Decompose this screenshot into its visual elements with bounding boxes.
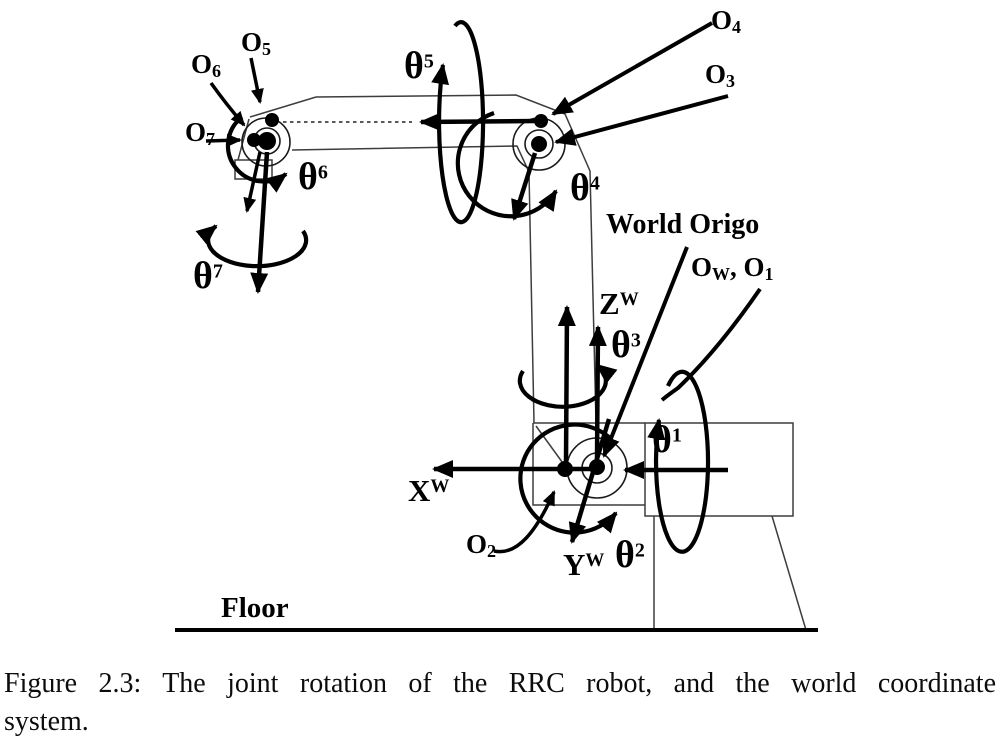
label-y-base: Y	[563, 547, 586, 582]
label-o4-base: O	[711, 5, 733, 35]
label-y-sup: W	[585, 549, 605, 571]
upper-arm-top-and-column-right	[249, 94, 597, 424]
label-theta5-sup: 5	[423, 50, 434, 73]
wrist-left-dot	[247, 133, 261, 147]
elbow-upper-dot	[534, 114, 548, 128]
label-o7-sub: 7	[206, 128, 216, 149]
pedestal-right-edge	[771, 515, 807, 631]
label-theta7-base: θ	[193, 255, 213, 297]
label-o5-base: O	[241, 27, 263, 57]
label-o2-base: O	[466, 529, 488, 559]
base-housing	[532, 422, 645, 506]
wrist-center-dot	[258, 132, 276, 150]
label-floor: Floor	[221, 592, 289, 624]
upper-arm-bottom-and-column-left	[291, 145, 535, 424]
label-o2: O2	[466, 531, 496, 560]
label-o1-base: O	[743, 252, 765, 282]
o3-pointer	[554, 94, 729, 146]
label-x-base: X	[408, 473, 431, 508]
theta6-rotation-arc	[225, 115, 288, 193]
label-theta4-base: θ	[570, 167, 590, 209]
label-o3-sub: 3	[726, 70, 736, 91]
wrist-bracket-edge	[237, 118, 250, 161]
label-o7-base: O	[185, 117, 207, 147]
label-y-axis: YW	[563, 549, 604, 580]
label-o3-base: O	[705, 59, 727, 89]
label-theta7: θ7	[193, 257, 223, 295]
label-o4-sub: 4	[732, 16, 742, 37]
label-theta6: θ6	[298, 158, 328, 196]
theta3-rotation-arc	[517, 363, 618, 409]
label-theta7-sup: 7	[212, 260, 223, 283]
figure-caption-line1: Figure 2.3: The joint rotation of the RR…	[4, 668, 996, 699]
label-o1-sub: 1	[764, 263, 774, 284]
world-origo-pointer	[602, 246, 689, 458]
theta1-rotation-arc	[647, 369, 711, 554]
theta2-rotation-arc	[518, 422, 618, 535]
label-theta4-sup: 4	[589, 172, 600, 195]
label-o6-sub: 6	[212, 60, 222, 81]
robot-body-outline	[234, 94, 807, 631]
label-theta5-base: θ	[404, 45, 424, 87]
theta7-rotation-arc	[195, 224, 309, 269]
theta5-rotation-arc	[431, 20, 486, 225]
theta4-rotation-arc	[455, 111, 558, 219]
label-theta5: θ5	[404, 47, 434, 85]
elbow-joint-ring	[524, 129, 554, 159]
elbow-center-dot	[531, 136, 547, 152]
o4-pointer	[551, 21, 713, 116]
label-z-base: Z	[599, 286, 620, 321]
label-x-sup: W	[430, 475, 450, 497]
joint-axis-up-arrow	[557, 305, 576, 463]
label-o6: O6	[191, 51, 221, 80]
label-z-axis: ZW	[599, 288, 639, 319]
label-theta1-base: θ	[652, 419, 672, 461]
rrc-robot-diagram	[175, 20, 818, 632]
label-theta2: θ2	[615, 536, 645, 574]
o7-pointer	[205, 133, 242, 147]
label-o3: O3	[705, 61, 735, 90]
label-world-origo: World Origo	[606, 209, 760, 240]
label-theta3-sup: 3	[630, 329, 641, 352]
label-theta6-sup: 6	[317, 161, 328, 184]
theta7-axis-arrow	[250, 151, 270, 294]
label-theta1: θ1	[652, 421, 682, 459]
label-ow-base: O	[691, 252, 713, 282]
o2-pointer	[493, 490, 556, 554]
label-z-sup: W	[619, 288, 639, 310]
ow-o1-pointer	[660, 287, 762, 402]
label-ow-o1: OW, O1	[691, 254, 774, 283]
label-theta1-sup: 1	[671, 424, 682, 447]
o6-pointer	[209, 81, 246, 127]
label-theta3: θ3	[611, 326, 641, 364]
label-x-axis: XW	[408, 475, 449, 506]
label-ow-sub: W	[712, 263, 731, 284]
label-theta2-sup: 2	[634, 539, 645, 562]
label-o2-sub: 2	[487, 540, 497, 561]
o5-pointer	[249, 57, 264, 104]
label-o4: O4	[711, 7, 741, 36]
label-theta2-base: θ	[615, 534, 635, 576]
wrist-upper-dot	[265, 113, 279, 127]
label-o5-sub: 5	[262, 38, 272, 59]
figure-caption-line2: system.	[4, 706, 89, 737]
label-o6-base: O	[191, 49, 213, 79]
label-theta6-base: θ	[298, 156, 318, 198]
label-ow-o1-sep: ,	[730, 252, 744, 282]
label-o5: O5	[241, 29, 271, 58]
z-axis-arrow	[588, 325, 607, 460]
elbow-axis-down-arrow	[511, 152, 538, 221]
label-theta4: θ4	[570, 169, 600, 207]
label-o7: O7	[185, 119, 215, 148]
rotation-arrows	[195, 20, 711, 554]
label-theta3-base: θ	[611, 324, 631, 366]
